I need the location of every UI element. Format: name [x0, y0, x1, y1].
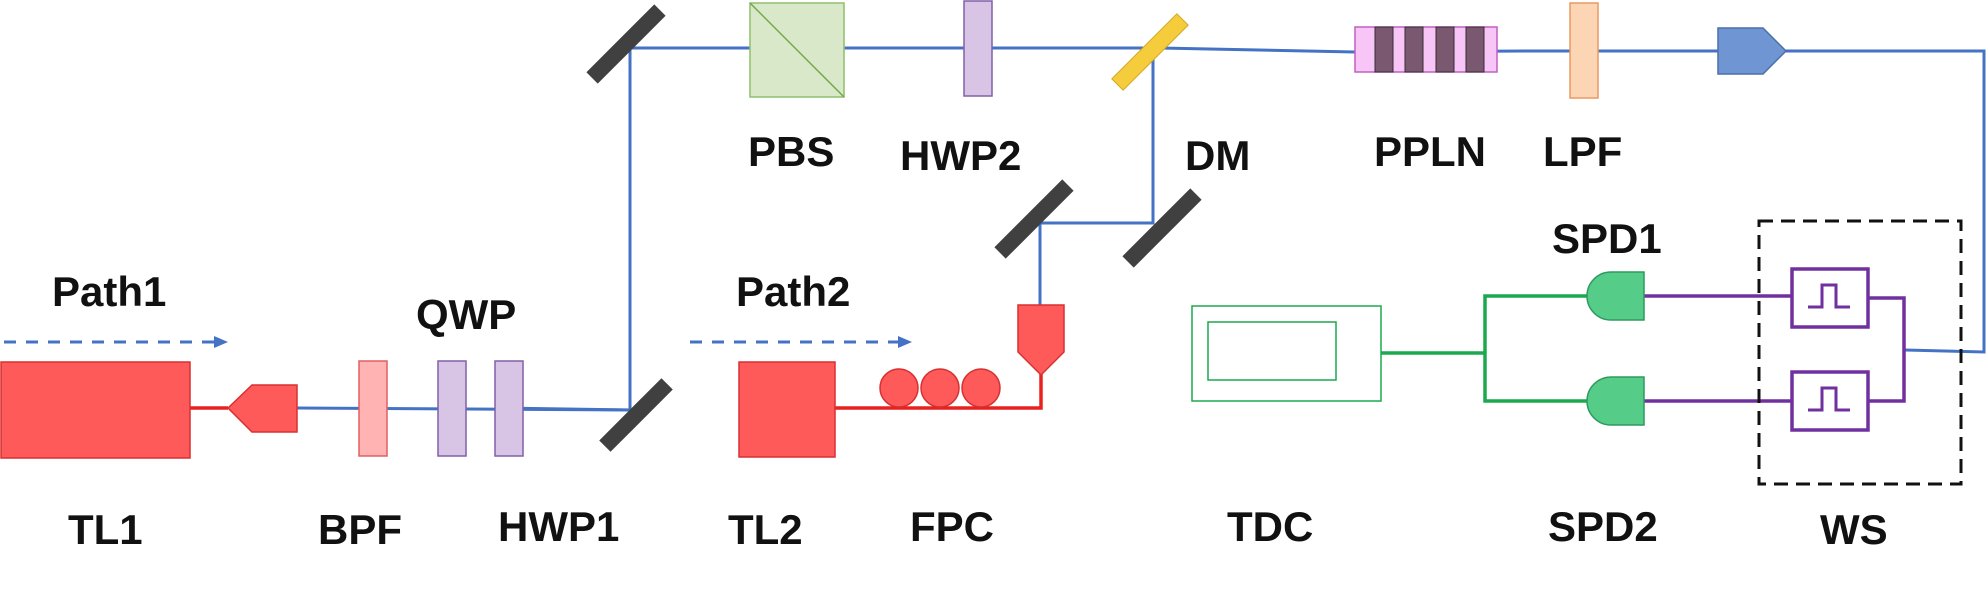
tl1-laser — [0, 361, 191, 459]
red-beam-tl2 — [834, 374, 1043, 410]
hwp2-waveplate — [963, 0, 993, 97]
green-signal-split — [1483, 294, 1587, 403]
label-pbs: PBS — [748, 128, 834, 175]
hwp1-waveplate — [494, 360, 524, 457]
label-qwp: QWP — [416, 291, 516, 338]
path1-arrow — [4, 336, 228, 348]
blue-fiber-coupler — [1717, 27, 1788, 75]
lpf-filter — [1569, 2, 1599, 99]
mirror-lower — [599, 378, 673, 452]
purple-link-ws — [1868, 296, 1906, 403]
mirror-path2-right — [1122, 188, 1202, 268]
label-hwp1: HWP1 — [498, 503, 619, 550]
bpf-filter — [358, 360, 388, 457]
label-path2: Path2 — [736, 268, 850, 315]
label-ws: WS — [1820, 506, 1888, 553]
blue-beam-return — [1783, 49, 1986, 354]
label-fpc: FPC — [910, 503, 994, 550]
ppln-crystal — [1354, 26, 1498, 73]
tl2-laser — [738, 361, 836, 458]
label-tdc: TDC — [1227, 503, 1313, 550]
mirror-upper-left — [586, 4, 666, 84]
ws-filter-upper — [1790, 267, 1870, 329]
label-spd2: SPD2 — [1548, 503, 1658, 550]
beam-paths — [190, 46, 1986, 412]
label-tl2: TL2 — [728, 506, 803, 553]
label-path1: Path1 — [52, 268, 166, 315]
label-dm: DM — [1185, 132, 1250, 179]
label-hwp2: HWP2 — [900, 132, 1021, 179]
ws-filter-lower — [1790, 370, 1870, 432]
spd1-detector — [1586, 271, 1645, 321]
label-bpf: BPF — [318, 506, 402, 553]
red-fiber-coupler — [1017, 304, 1065, 377]
blue-beam-dm-branch — [1038, 50, 1155, 307]
label-spd1: SPD1 — [1552, 215, 1662, 262]
label-lpf: LPF — [1543, 128, 1622, 175]
dichroic-mirror — [1111, 13, 1189, 91]
qwp-waveplate — [437, 360, 467, 457]
label-tl1: TL1 — [68, 506, 143, 553]
pbs-cube — [749, 2, 845, 98]
path2-arrow — [690, 336, 912, 348]
label-ppln: PPLN — [1374, 128, 1486, 175]
ws-enclosure — [1757, 219, 1963, 486]
fpc-controller — [879, 368, 1001, 408]
tdc-device — [1191, 305, 1382, 402]
mirror-path2-left — [994, 179, 1074, 259]
spd2-detector — [1586, 376, 1645, 426]
tl1-fiber-coupler — [226, 384, 298, 433]
